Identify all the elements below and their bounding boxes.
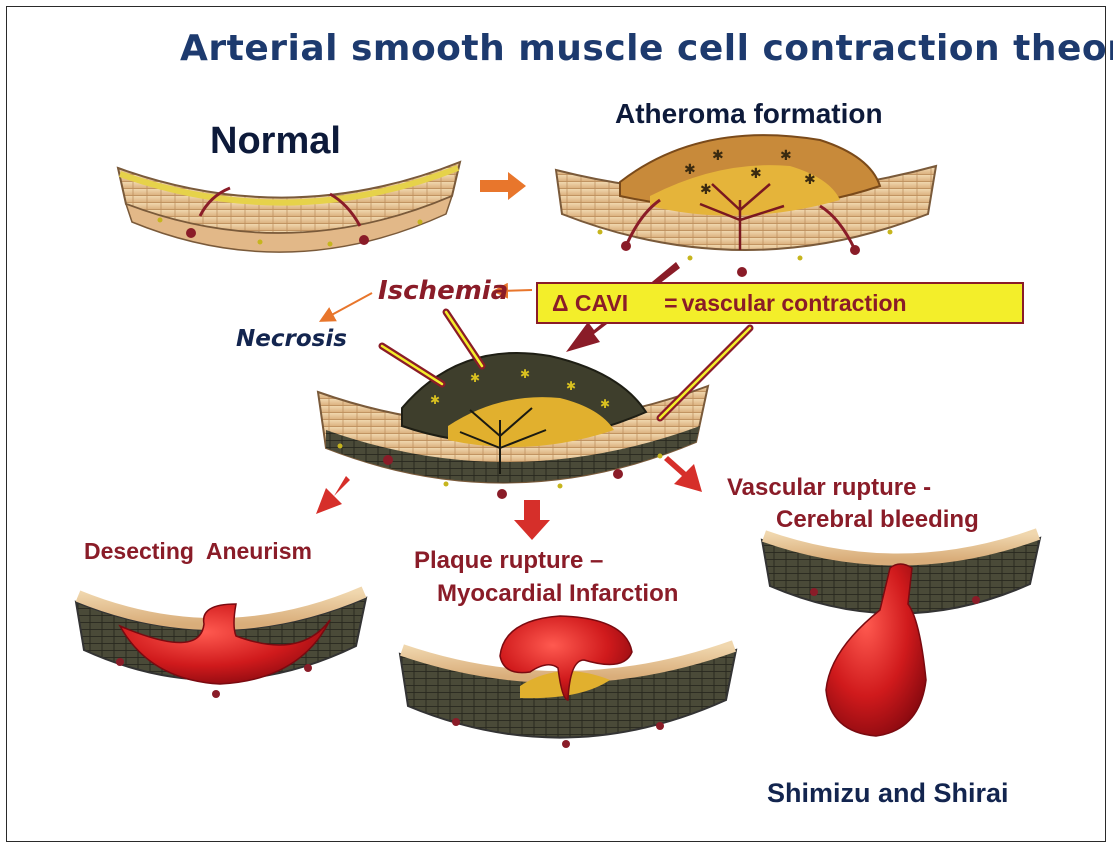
page-title: Arterial smooth muscle cell contraction … [180, 28, 1113, 69]
cavi-callout: Δ CAVI = vascular contraction [536, 282, 1024, 324]
outcome-vascular-label-line2: Cerebral bleeding [776, 506, 979, 534]
arrow-to-atheroma [480, 172, 526, 200]
cavi-text: vascular contraction [682, 290, 907, 317]
outcome-aneurism-label: Desecting Aneurism [84, 538, 312, 565]
plaque-rupture-vessel-illustration [400, 616, 736, 748]
aneurism-vessel-illustration [76, 592, 366, 698]
arrow-to-plaque-rupture [514, 500, 550, 540]
svg-text:✱: ✱ [520, 367, 530, 381]
outcome-plaque-label-line1: Plaque rupture – [414, 547, 603, 575]
necrosis-label: Necrosis [236, 326, 347, 352]
arrow-to-aneurism [316, 476, 350, 514]
svg-text:✱: ✱ [566, 379, 576, 393]
stage-atheroma-label: Atheroma formation [615, 98, 883, 130]
atheroma-vessel-illustration: ✱✱✱✱✱✱ [556, 135, 936, 277]
arrow-to-necrosis [326, 293, 372, 318]
svg-text:✱: ✱ [712, 147, 724, 163]
increase-arrow-slot [638, 292, 660, 314]
svg-text:✱: ✱ [804, 171, 816, 187]
vascular-rupture-vessel-illustration [762, 534, 1040, 736]
cavi-delta-label: Δ CAVI [552, 290, 628, 317]
svg-text:✱: ✱ [470, 371, 480, 385]
svg-text:✱: ✱ [700, 181, 712, 197]
outcome-vascular-label-line1: Vascular rupture - [727, 474, 931, 502]
stage-normal-label: Normal [210, 120, 341, 163]
normal-vessel-illustration [118, 162, 460, 252]
cavi-equals: = [664, 290, 677, 317]
svg-text:✱: ✱ [750, 165, 762, 181]
svg-text:✱: ✱ [600, 397, 610, 411]
ischemia-label: Ischemia [378, 276, 508, 306]
arrow-to-vascular-rupture [664, 456, 702, 492]
credit-authors: Shimizu and Shirai [767, 778, 1009, 809]
svg-text:✱: ✱ [684, 161, 696, 177]
contracted-vessel-illustration: ✱ ✱ ✱ ✱ ✱ [318, 353, 708, 499]
outcome-plaque-label-line2: Myocardial Infarction [437, 580, 678, 608]
svg-text:✱: ✱ [430, 393, 440, 407]
svg-text:✱: ✱ [780, 147, 792, 163]
